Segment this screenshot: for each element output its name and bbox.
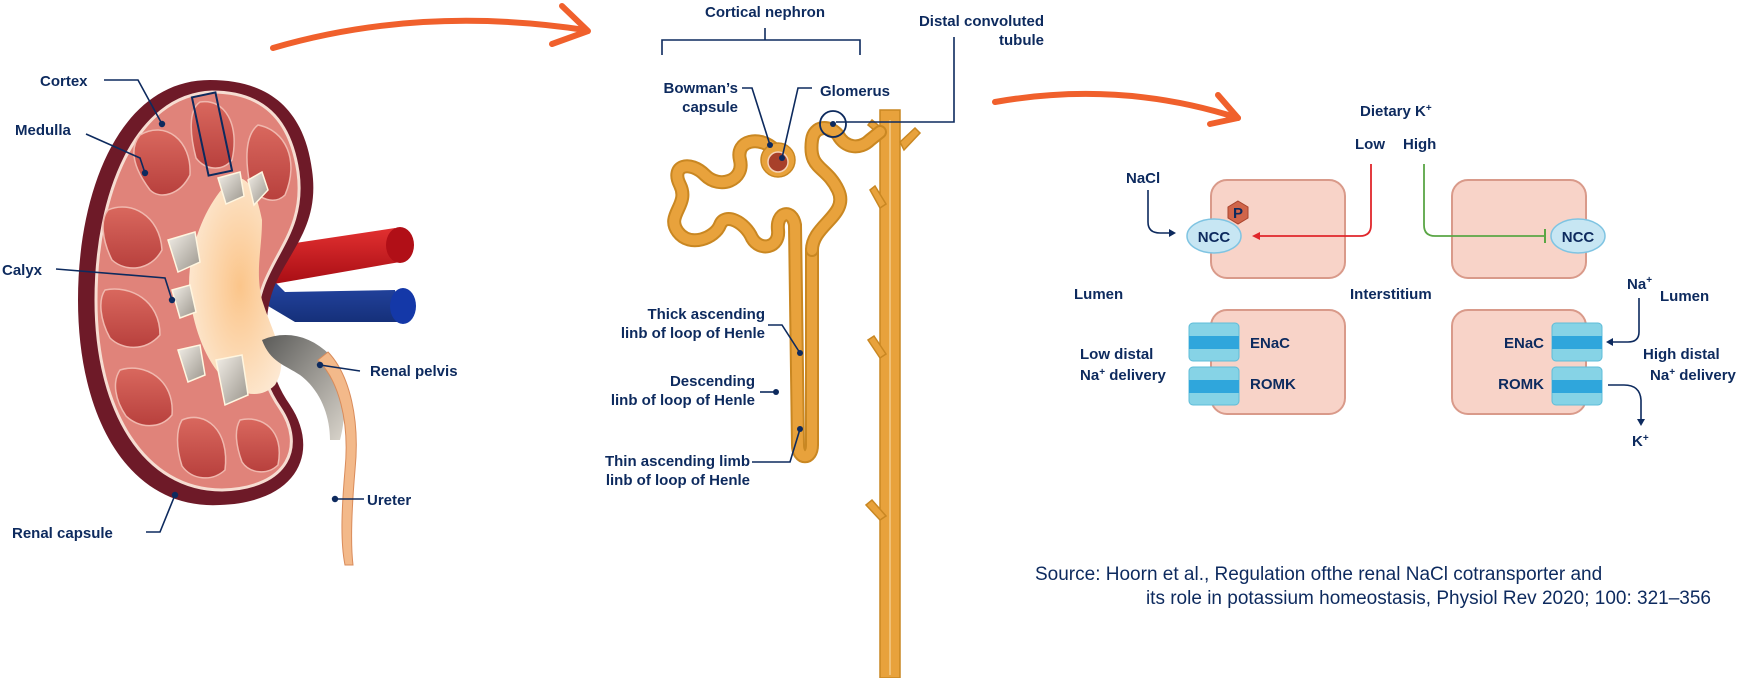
label-calyx: Calyx: [2, 262, 43, 279]
label-medulla: Medulla: [15, 122, 71, 139]
label-dct-line2: tubule: [999, 32, 1044, 49]
label-thick-ascending-line2: linb of loop of Henle: [621, 325, 765, 342]
convoluted-tubules: [667, 121, 887, 464]
medullary-pyramids: [100, 100, 292, 479]
flow-arrow-nephron-to-mechanism: [992, 90, 1241, 127]
label-glomerus: Glomerus: [820, 83, 890, 100]
nephron-illustration: [667, 109, 922, 678]
nephron-leaders: [661, 28, 955, 463]
ureter: [317, 351, 357, 566]
na-in-arrowhead: [1606, 338, 1613, 346]
ncc-left: NCC: [1186, 218, 1242, 254]
source-line-1: Source: Hoorn et al., Regulation ofthe r…: [1035, 564, 1602, 585]
nephron-highlight-box: [190, 91, 234, 177]
label-high-distal-line2: Na+ delivery: [1650, 367, 1737, 384]
label-bowmans-line2: capsule: [682, 99, 738, 116]
label-enac-left: ENaC: [1250, 335, 1290, 352]
phospho-label: P: [1233, 205, 1243, 222]
high-k-inhibit-line: [1423, 164, 1545, 237]
label-descending-line2: linb of loop of Henle: [611, 392, 755, 409]
phospho-group: P: [1227, 200, 1249, 225]
cell-bottom-left: [1210, 309, 1346, 415]
label-k-out: K+: [1632, 433, 1649, 450]
label-renal-pelvis: Renal pelvis: [370, 363, 458, 380]
enac-channel-left: [1188, 322, 1240, 362]
kidney-leaders: [55, 79, 364, 533]
label-thin-ascending-line1: Thin ascending limb: [605, 453, 750, 470]
label-cortex: Cortex: [40, 73, 88, 90]
na-in-arrow: [1612, 298, 1640, 343]
cortical-nephron-bracket: [661, 39, 861, 55]
label-low: Low: [1355, 136, 1385, 153]
label-high: High: [1403, 136, 1436, 153]
k-out-arrow: [1608, 384, 1642, 420]
label-dct-line1: Distal convoluted: [919, 13, 1044, 30]
renal-artery: [262, 227, 414, 285]
ncc-left-label: NCC: [1198, 229, 1231, 246]
label-romk-right: ROMK: [1498, 376, 1544, 393]
romk-channel-right: [1551, 366, 1603, 406]
label-thick-ascending-line1: Thick ascending: [647, 306, 765, 323]
minor-calyces: [167, 170, 269, 407]
label-na-in: Na+: [1627, 275, 1652, 293]
flow-arrow-kidney-to-nephron: [270, 3, 591, 51]
nephron-leader-dots: [767, 121, 836, 432]
label-high-distal-line1: High distal: [1643, 346, 1720, 363]
label-enac-right: ENaC: [1504, 335, 1544, 352]
low-k-arrow: [1258, 164, 1372, 237]
label-lumen-right: Lumen: [1660, 288, 1709, 305]
collecting-duct: [864, 109, 922, 678]
renal-sinus: [189, 178, 282, 395]
label-lumen-left: Lumen: [1074, 286, 1123, 303]
label-cortical-nephron: Cortical nephron: [705, 4, 825, 21]
nacl-arrowhead: [1169, 229, 1176, 237]
k-out-arrowhead: [1637, 419, 1645, 426]
label-thin-ascending-line2: linb of loop of Henle: [606, 472, 750, 489]
label-low-distal-line2: Na+ delivery: [1080, 367, 1167, 384]
label-bowmans-line1: Bowman’s: [664, 80, 738, 97]
renal-vein: [255, 262, 416, 324]
glomerulus: [767, 151, 789, 173]
kidney-leader-dots: [141, 120, 339, 503]
label-nacl: NaCl: [1126, 170, 1160, 187]
source-line-2: its role in potassium homeostasis, Physi…: [1146, 588, 1711, 609]
low-k-arrowhead: [1252, 232, 1260, 240]
label-interstitium: Interstitium: [1350, 286, 1432, 303]
romk-channel-left: [1188, 366, 1240, 406]
label-low-distal-line1: Low distal: [1080, 346, 1153, 363]
kidney-illustration: [78, 80, 416, 566]
dct-highlight-circle: [819, 110, 847, 138]
label-romk-left: ROMK: [1250, 376, 1296, 393]
enac-channel-right: [1551, 322, 1603, 362]
label-ureter: Ureter: [367, 492, 411, 509]
ncc-right: NCC: [1550, 218, 1606, 254]
ncc-right-label: NCC: [1562, 229, 1595, 246]
label-descending-line1: Descending: [670, 373, 755, 390]
label-dietary-k: Dietary K+: [1360, 103, 1432, 120]
label-renal-capsule: Renal capsule: [12, 525, 113, 542]
nacl-arrow: [1147, 190, 1172, 234]
